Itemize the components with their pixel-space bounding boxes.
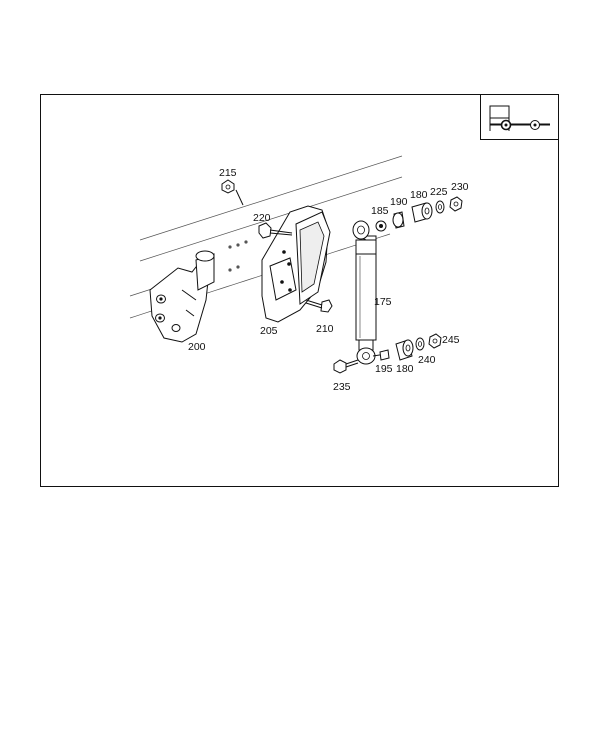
callout-175: 175 [374, 296, 392, 308]
callout-200: 200 [188, 341, 206, 353]
part-185-bushing [375, 220, 387, 232]
part-245-nut [428, 333, 442, 349]
part-220-bolt [258, 222, 293, 239]
diagram-frame [40, 94, 559, 487]
callout-220: 220 [253, 212, 271, 224]
part-180-bushing-upper [411, 202, 433, 223]
callout-245: 245 [442, 334, 460, 346]
part-200-bracket [149, 250, 215, 343]
callout-210: 210 [316, 323, 334, 335]
callout-180-upper: 180 [410, 189, 428, 201]
part-190-sleeve [392, 211, 405, 229]
callout-185: 185 [371, 205, 389, 217]
truck-chassis-icon [480, 94, 559, 140]
part-205-bracket [261, 205, 331, 323]
part-235-bolt [333, 359, 359, 374]
part-225-washer [435, 200, 445, 214]
callout-225: 225 [430, 186, 448, 198]
callout-190: 190 [390, 196, 408, 208]
part-180-bushing-lower [395, 339, 414, 361]
part-175-shock-absorber [352, 220, 387, 365]
callout-240: 240 [418, 354, 436, 366]
part-230-nut [449, 196, 463, 212]
callout-230: 230 [451, 181, 469, 193]
callout-180-lower: 180 [396, 363, 414, 375]
part-195-bushing [379, 349, 390, 361]
callout-205: 205 [260, 325, 278, 337]
callout-235: 235 [333, 381, 351, 393]
part-215-nut [221, 179, 244, 206]
part-240-washer [415, 337, 425, 351]
callout-195: 195 [375, 363, 393, 375]
part-210-bolt [305, 299, 333, 313]
callout-215: 215 [219, 167, 237, 179]
